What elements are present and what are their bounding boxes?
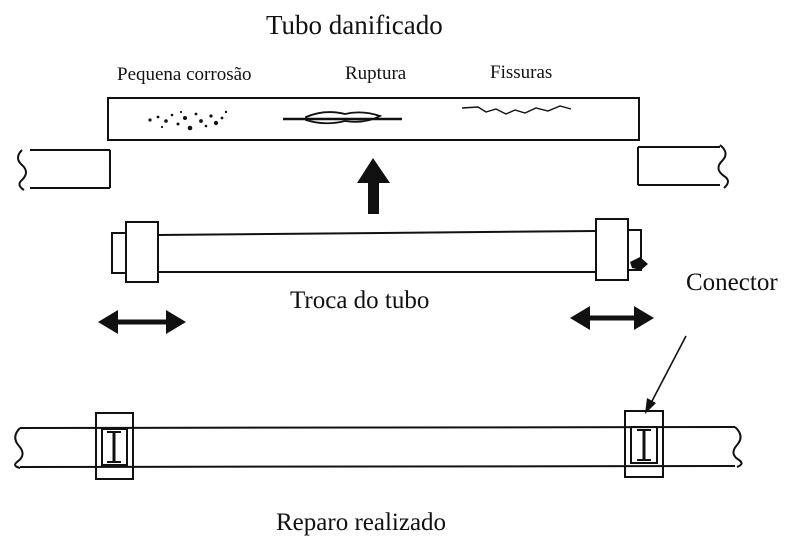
rupture-mark [283,111,402,125]
connector-left [125,221,159,283]
repaired-pipe [14,410,743,480]
installed-connector-right [624,410,664,478]
double-arrow-left [98,310,186,334]
corrosion-spots [148,110,228,131]
damaged-pipe-body [107,97,640,141]
label-repair-done: Reparo realizado [276,509,447,536]
connector-left-lip [111,232,127,274]
connector-pointer [645,335,687,414]
installed-connector-left [95,412,134,480]
break-line-bottom-right [732,426,743,468]
label-cracks: Fissuras [490,62,553,83]
label-replacement: Troca do tubo [290,287,430,314]
break-line-bottom-left [14,427,24,469]
connector-right [595,218,629,281]
pipe-end-left [17,149,111,191]
label-rupture: Ruptura [345,63,407,84]
connector-right-smudge [630,257,648,270]
up-arrow [357,158,390,214]
damaged-pipe [107,97,640,141]
pipe-end-right [637,144,729,189]
double-arrow-right [570,306,654,330]
label-connector: Conector [686,269,778,296]
replacement-pipe [111,218,648,283]
break-line-right [717,144,729,189]
fissure-mark [461,105,572,115]
label-corrosion: Pequena corrosão [117,64,252,85]
diagram-title: Tubo danificado [266,10,443,40]
break-line-left [17,149,27,191]
connector-right-lip [627,229,642,271]
